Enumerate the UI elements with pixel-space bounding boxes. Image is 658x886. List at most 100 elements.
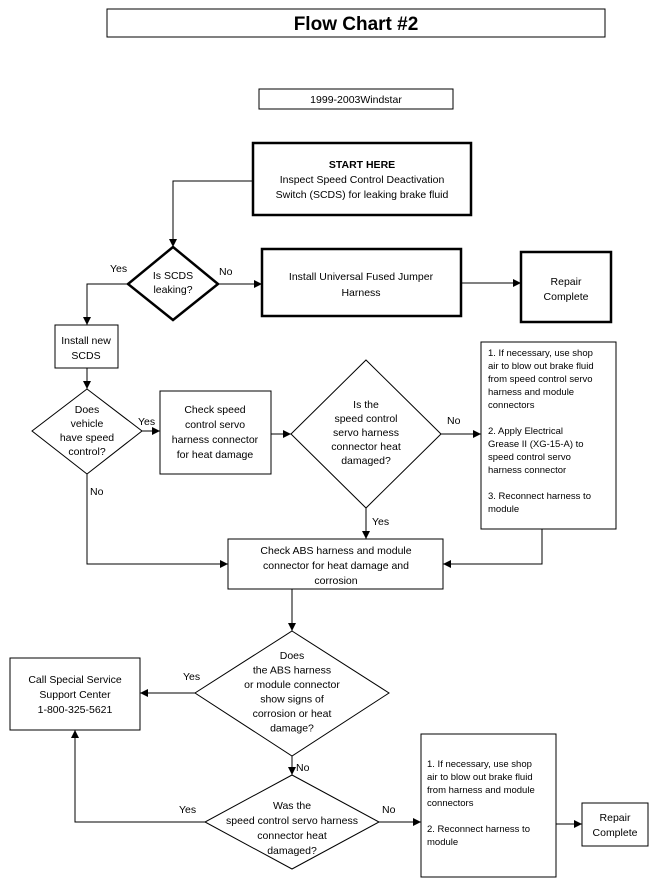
final-fix-box (420, 733, 557, 878)
install-scds-line: Install new (61, 335, 111, 347)
has-speed-control-line: vehicle (71, 418, 104, 430)
edge-label-scds-yes: Yes (110, 263, 127, 275)
scds-leaking-line: leaking? (153, 284, 192, 296)
start-box (251, 141, 473, 217)
servo-fix-line: 1. If necessary, use shop (488, 348, 593, 359)
servo-damaged-line: connector heat (331, 441, 401, 453)
edge-label-servo-yes: Yes (372, 516, 389, 528)
has-speed-control-line: have speed (60, 432, 114, 444)
final-fix-line: 1. If necessary, use shop (427, 759, 532, 770)
servo-fix-line: 2. Apply Electrical (488, 426, 563, 437)
was-servo-damaged-line: connector heat (257, 830, 327, 842)
install-jumper-line: Install Universal Fused Jumper (289, 271, 434, 283)
check-abs-line: corrosion (314, 575, 357, 587)
edge-label-abs-yes: Yes (183, 671, 200, 683)
connector-scds-yes (83, 283, 128, 325)
edge-label-scds-no: No (219, 266, 233, 278)
abs-corrosion-line: Does (280, 650, 305, 662)
final-fix-line: 2. Reconnect harness to (427, 824, 530, 835)
install-scds-line: SCDS (71, 350, 100, 362)
start-line: START HERE (329, 159, 395, 171)
install-scds-box (54, 324, 119, 369)
servo-fix-line: harness and module (488, 387, 574, 398)
subtitle-box (258, 88, 454, 110)
check-servo-line: for heat damage (177, 449, 254, 461)
abs-corrosion-text: Does the ABS harness or module connector sh… (244, 650, 340, 735)
scds-leaking-decision (126, 245, 220, 322)
edge-label-speed-yes: Yes (138, 416, 155, 428)
call-center-line: 1-800-325-5621 (38, 704, 113, 716)
edge-label-was-yes: Yes (179, 804, 196, 816)
servo-fix-line: module (488, 504, 519, 515)
connector-servo-fix-to-abs (443, 529, 543, 568)
repair-complete-2-line: Complete (593, 827, 638, 839)
check-servo-line: Check speed (184, 404, 245, 416)
check-abs-box (227, 538, 444, 590)
repair-complete-box-2 (581, 802, 649, 847)
has-speed-control-line: Does (75, 404, 100, 416)
servo-fix-box (480, 341, 617, 530)
final-fix-line (427, 811, 430, 822)
servo-fix-line: Grease II (XG-15-A) to (488, 439, 584, 450)
was-servo-damaged-line: Was the (273, 800, 311, 812)
abs-corrosion-line: damage? (270, 723, 314, 735)
connector-speed-no (86, 474, 228, 568)
page-title: Flow Chart #2 (294, 14, 419, 35)
servo-damaged-line: Is the (353, 399, 379, 411)
call-center-box (9, 657, 141, 731)
edge-label-abs-no: No (296, 762, 310, 774)
repair-complete-2-line: Repair (600, 812, 631, 824)
abs-corrosion-line: or module connector (244, 679, 340, 691)
install-jumper-box (260, 247, 463, 318)
final-fix-line: connectors (427, 798, 474, 809)
repair-complete-1-line: Repair (551, 276, 582, 288)
speed-control-text: Does vehicle have speed control? (60, 404, 114, 458)
repair-complete-1-line: Complete (544, 291, 589, 303)
start-line: Switch (SCDS) for leaking brake fluid (276, 189, 449, 201)
servo-fix-line (488, 413, 491, 424)
edge-label-servo-no: No (447, 415, 461, 427)
was-servo-damaged-decision (203, 774, 381, 870)
abs-corrosion-line: the ABS harness (253, 665, 331, 677)
scds-leaking-line: Is SCDS (153, 270, 193, 282)
call-center-line: Support Center (39, 689, 111, 701)
abs-corrosion-line: show signs of (260, 694, 324, 706)
title-box (106, 8, 606, 38)
servo-damaged-line: damaged? (341, 455, 391, 467)
servo-fix-line: connectors (488, 400, 535, 411)
final-fix-text: 1. If necessary, use shop air to blow out… (427, 759, 535, 848)
final-fix-line: air to blow out brake fluid (427, 772, 533, 783)
was-servo-damaged-line: damaged? (267, 845, 317, 857)
repair-complete-box-1 (519, 250, 613, 324)
servo-fix-line: 3. Reconnect harness to (488, 491, 591, 502)
edge-label-speed-no: No (90, 486, 104, 498)
servo-damaged-line: speed control (334, 413, 397, 425)
servo-fix-line: harness connector (488, 465, 566, 476)
servo-damaged-text: Is the speed control servo harness connecto… (331, 399, 401, 467)
abs-corrosion-line: corrosion or heat (253, 708, 332, 720)
start-line: Inspect Speed Control Deactivation (280, 174, 445, 186)
was-servo-damaged-text: Was the speed control servo harness connec… (226, 800, 358, 857)
scds-leaking-text: Is SCDS leaking? (153, 270, 193, 296)
servo-fix-line: from speed control servo (488, 374, 593, 385)
servo-fix-line: air to blow out brake fluid (488, 361, 594, 372)
connector-was-yes (71, 730, 205, 823)
final-fix-line: from harness and module (427, 785, 535, 796)
servo-fix-text: 1. If necessary, use shop air to blow out… (488, 348, 594, 515)
vehicle-subtitle: 1999-2003Windstar (310, 94, 402, 106)
check-servo-line: harness connector (172, 434, 259, 446)
has-speed-control-line: control? (68, 446, 106, 458)
servo-damaged-line: servo harness (333, 427, 399, 439)
call-center-line: Call Special Service (28, 674, 122, 686)
was-servo-damaged-line: speed control servo harness (226, 815, 358, 827)
servo-fix-line: speed control servo (488, 452, 571, 463)
